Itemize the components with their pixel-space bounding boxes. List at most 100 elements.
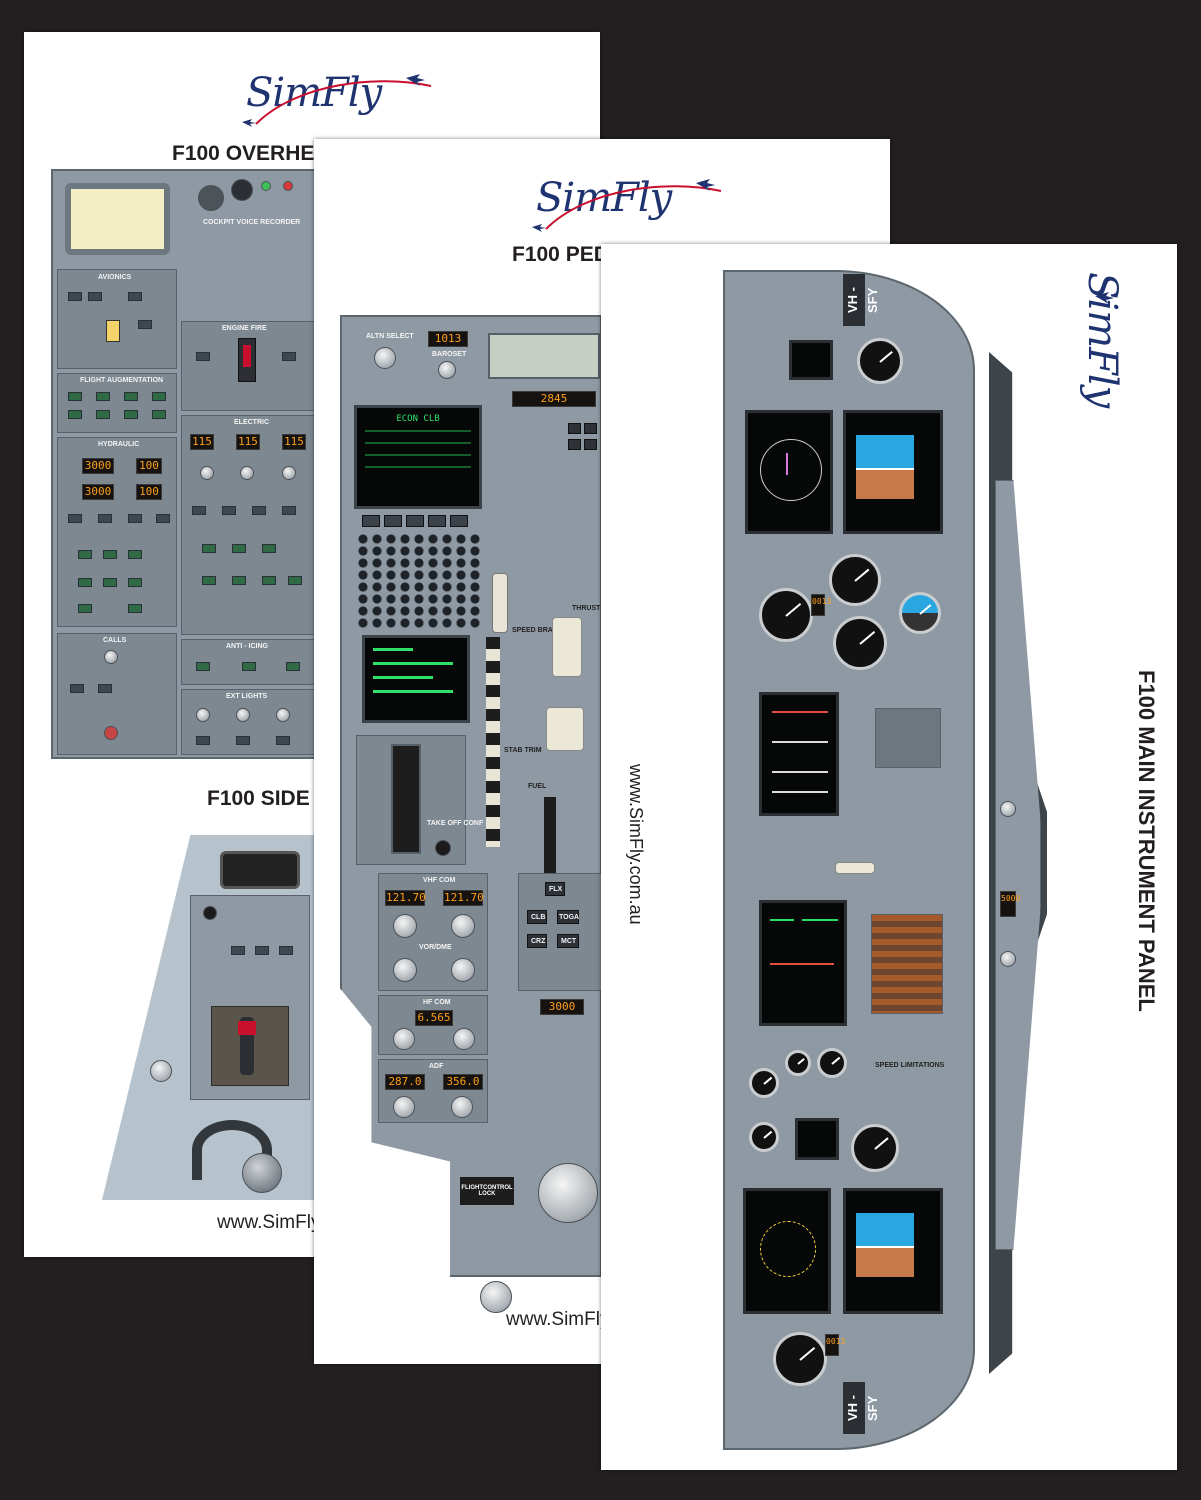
flap-override-guard[interactable] (106, 320, 120, 342)
fcp-knob-2[interactable] (1000, 951, 1016, 967)
fa-switch-2[interactable] (96, 392, 110, 401)
elec-switch-1[interactable] (192, 506, 206, 515)
avionics-switch-4[interactable] (138, 320, 152, 329)
engine-fire-handle[interactable] (238, 338, 256, 382)
hf-tune-knob-2[interactable] (453, 1028, 475, 1050)
hyd-valve-3[interactable] (128, 550, 142, 559)
hyd-valve-6[interactable] (128, 578, 142, 587)
clb-button[interactable]: CLB (527, 910, 547, 924)
flap-conf-button[interactable] (435, 840, 451, 856)
calls-button-1[interactable] (70, 684, 84, 693)
hyd-valve-5[interactable] (103, 578, 117, 587)
hyd-valve-2[interactable] (103, 550, 117, 559)
avionics-switch-1[interactable] (68, 292, 82, 301)
panel-slider[interactable] (835, 862, 875, 874)
baroset-knob[interactable] (438, 361, 456, 379)
anti-ice-switch-1[interactable] (196, 662, 210, 671)
elec-switch-2[interactable] (222, 506, 236, 515)
elec-knob-1[interactable] (200, 466, 214, 480)
keypad-key-3[interactable] (568, 439, 581, 450)
crz-button[interactable]: CRZ (527, 934, 547, 948)
ecam-screen-2 (759, 900, 847, 1026)
fa-switch-5[interactable] (68, 410, 82, 419)
mcdu-key-5[interactable] (450, 515, 468, 527)
fa-switch-3[interactable] (124, 392, 138, 401)
altn-select-knob[interactable] (374, 347, 396, 369)
flx-button[interactable]: FLX (545, 882, 565, 896)
mcdu-key-4[interactable] (428, 515, 446, 527)
calls-button-2[interactable] (98, 684, 112, 693)
toga-button[interactable]: TOGA (557, 910, 579, 924)
thrust-lever-2[interactable] (546, 707, 584, 751)
elec-switch-9[interactable] (232, 576, 246, 585)
elec-switch-5[interactable] (202, 544, 216, 553)
hyd-valve-1[interactable] (78, 550, 92, 559)
side-console-switch-2[interactable] (255, 946, 269, 955)
loop-a-switch[interactable] (196, 352, 210, 361)
vor1-tune-knob[interactable] (393, 958, 417, 982)
fa-switch-1[interactable] (68, 392, 82, 401)
anti-ice-switch-3[interactable] (286, 662, 300, 671)
ext-light-switch-2[interactable] (236, 736, 250, 745)
elec-switch-11[interactable] (288, 576, 302, 585)
mct-button[interactable]: MCT (557, 934, 579, 948)
hyd-pump-2[interactable] (98, 514, 112, 523)
elec-switch-7[interactable] (262, 544, 276, 553)
elec-switch-3[interactable] (252, 506, 266, 515)
hyd-pump-4[interactable] (156, 514, 170, 523)
vhf1-tune-knob[interactable] (393, 914, 417, 938)
mcdu-key-3[interactable] (406, 515, 424, 527)
elec-knob-2[interactable] (240, 466, 254, 480)
avionics-switch-2[interactable] (88, 292, 102, 301)
hyd-pump-3[interactable] (128, 514, 142, 523)
speed-brake-lever[interactable] (492, 573, 508, 633)
fa-switch-8[interactable] (152, 410, 166, 419)
hyd-valve-4[interactable] (78, 578, 92, 587)
elec-switch-4[interactable] (282, 506, 296, 515)
oxygen-mask-knob[interactable] (242, 1153, 282, 1193)
keypad-key-4[interactable] (584, 439, 597, 450)
hyd-pump-1[interactable] (68, 514, 82, 523)
side-console-switch-3[interactable] (279, 946, 293, 955)
fa-switch-7[interactable] (124, 410, 138, 419)
keypad-key-2[interactable] (584, 423, 597, 434)
side-console-jack[interactable] (203, 906, 217, 920)
side-console-switch-1[interactable] (231, 946, 245, 955)
pedestal-bottom-knob[interactable] (480, 1281, 512, 1313)
ext-light-switch-3[interactable] (276, 736, 290, 745)
tiller-lock[interactable] (238, 1021, 256, 1035)
ext-light-switch-1[interactable] (196, 736, 210, 745)
mcdu-key-2[interactable] (384, 515, 402, 527)
anti-ice-switch-2[interactable] (242, 662, 256, 671)
hyd-valve-8[interactable] (128, 604, 142, 613)
parking-brake-knob[interactable] (538, 1163, 598, 1223)
flight-control-lock[interactable]: FLIGHTCONTROL LOCK (460, 1177, 514, 1205)
stab-trim-wheel[interactable] (486, 637, 500, 847)
keypad-key-1[interactable] (568, 423, 581, 434)
hyd-valve-7[interactable] (78, 604, 92, 613)
elec-switch-6[interactable] (232, 544, 246, 553)
avionics-switch-3[interactable] (128, 292, 142, 301)
ext-light-knob-2[interactable] (236, 708, 250, 722)
fuel-lever[interactable] (544, 797, 556, 877)
mcdu-keypad[interactable] (356, 533, 482, 629)
thrust-lever-1[interactable] (552, 617, 582, 677)
calls-reset-button[interactable] (104, 726, 118, 740)
elec-switch-8[interactable] (202, 576, 216, 585)
calls-knob[interactable] (104, 650, 118, 664)
ext-light-knob-1[interactable] (196, 708, 210, 722)
fa-switch-6[interactable] (96, 410, 110, 419)
vhf2-tune-knob[interactable] (451, 914, 475, 938)
vor2-tune-knob[interactable] (451, 958, 475, 982)
mcdu-key-1[interactable] (362, 515, 380, 527)
fcp-knob-1[interactable] (1000, 801, 1016, 817)
elec-switch-10[interactable] (262, 576, 276, 585)
loop-b-switch[interactable] (282, 352, 296, 361)
fa-switch-4[interactable] (152, 392, 166, 401)
hf-tune-knob-1[interactable] (393, 1028, 415, 1050)
adf1-tune-knob[interactable] (393, 1096, 415, 1118)
elec-knob-3[interactable] (282, 466, 296, 480)
side-console-knob[interactable] (150, 1060, 172, 1082)
adf2-tune-knob[interactable] (451, 1096, 473, 1118)
ext-light-knob-3[interactable] (276, 708, 290, 722)
